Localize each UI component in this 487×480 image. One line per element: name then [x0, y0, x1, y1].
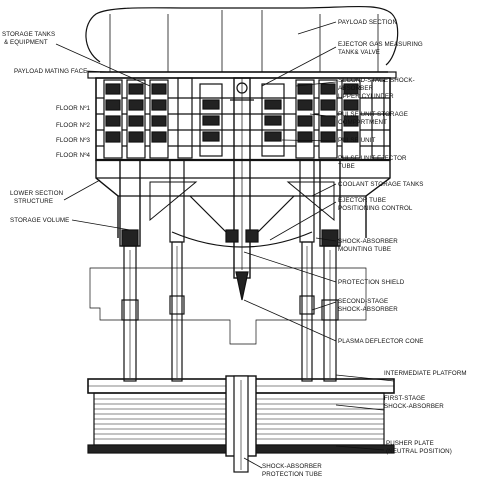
- label-coolant-tanks: COOLANT STORAGE TANKS: [338, 181, 424, 188]
- coolant-tank-left: [149, 181, 198, 222]
- label-lower-section-1: LOWER SECTION: [10, 190, 63, 197]
- coolant-tank-right: [286, 181, 335, 222]
- label-second-stage-2: SHOCK-ABSORBER: [338, 306, 398, 313]
- ejector-positioning-control: [171, 231, 313, 248]
- label-protection-shield: PROTECTION SHIELD: [338, 279, 405, 286]
- label-pulse-storage-2: COMPARTMENT: [338, 119, 387, 126]
- label-protection-tube-1: SHOCK-ABSORBER: [262, 463, 322, 470]
- label-second-stage-upper-3: UPPER CYLINDER: [338, 93, 394, 100]
- label-intermediate-platform: INTERMEDIATE PLATFORM: [384, 370, 467, 377]
- label-ejector-positioning-1: EJECTOR TUBE: [338, 197, 386, 204]
- pulse-storage-left: [103, 79, 169, 159]
- label-ejector-gas-1: EJECTOR GAS MEASURING: [338, 41, 423, 48]
- label-pulse-ejector-1: PULSE UNIT EJECTOR: [338, 155, 407, 162]
- label-protection-tube-2: PROTECTION TUBE: [262, 471, 322, 478]
- label-plasma-cone: PLASMA DEFLECTOR CONE: [338, 338, 424, 345]
- label-shock-mounting-2: MOUNTING TUBE: [338, 246, 391, 253]
- label-pulse-unit: PULSE UNIT: [338, 137, 376, 144]
- label-ejector-gas-2: TANK& VALVE: [338, 49, 380, 56]
- label-first-stage-1: FIRST-STAGE: [384, 395, 425, 402]
- label-pulse-storage-1: PULSE UNIT STORAGE: [338, 111, 408, 118]
- label-second-stage-upper-1: SECOND-STAGE SHOCK-: [338, 77, 415, 84]
- label-pulse-ejector-2: TUBE: [338, 163, 355, 170]
- label-floor-4: FLOOR Nº4: [56, 152, 91, 159]
- label-storage-tanks-2: & EQUIPMENT: [4, 39, 48, 46]
- protection-shield: [89, 267, 367, 345]
- label-shock-mounting-1: SHOCK-ABSORBER: [338, 238, 398, 245]
- drawing: [85, 5, 399, 473]
- label-payload-section: PAYLOAD SECTION: [338, 19, 397, 26]
- labels: PAYLOAD SECTION STORAGE TANKS & EQUIPMEN…: [2, 19, 467, 478]
- label-floor-1: FLOOR Nº1: [56, 105, 91, 112]
- label-floor-3: FLOOR Nº3: [56, 137, 91, 144]
- label-payload-mating-face: PAYLOAD MATING FACE: [14, 68, 87, 75]
- label-ejector-positioning-2: POSITIONING CONTROL: [338, 205, 413, 212]
- center-compartments: [177, 77, 385, 159]
- pulse-storage-right: [295, 79, 361, 159]
- mounting-tubes: [119, 159, 341, 247]
- payload-section-outline: [85, 5, 399, 66]
- label-pusher-plate-1: PUSHER PLATE: [386, 440, 434, 447]
- label-storage-volume: STORAGE VOLUME: [10, 217, 69, 224]
- label-pusher-plate-2: (NEUTRAL POSITION): [386, 448, 452, 455]
- label-floor-2: FLOOR Nº2: [56, 122, 91, 129]
- label-second-stage-1: SECOND-STAGE: [338, 298, 388, 305]
- label-first-stage-2: SHOCK-ABSORBER: [384, 403, 444, 410]
- second-stage-shock-absorbers: [121, 241, 339, 382]
- label-storage-tanks-1: STORAGE TANKS: [2, 31, 55, 38]
- pulse-unit: [235, 271, 249, 301]
- leader-lines: [55, 21, 395, 469]
- label-lower-section-2: STRUCTURE: [14, 198, 53, 205]
- label-second-stage-upper-2: ABSORBER: [338, 85, 374, 92]
- lower-section-structure: [95, 160, 119, 238]
